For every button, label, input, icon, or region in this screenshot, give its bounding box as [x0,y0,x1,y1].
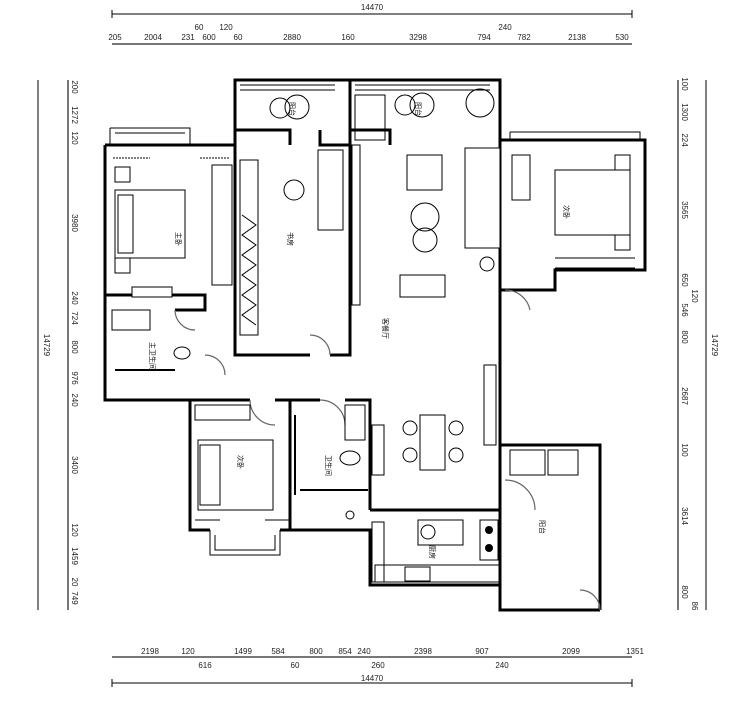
left_dimensions-dimension-label: 20 [70,578,79,587]
master-bed [114,189,186,259]
room-label-bathroom: 卫生间 [324,455,333,476]
room-label-second-bedroom: 次卧 [236,455,245,469]
left_dimensions-dimension-label: 800 [70,340,79,354]
left_dimensions-dimension-label: 120 [70,523,79,537]
top_dimensions-dimension-label: 240 [498,23,512,32]
top_dimensions-dimension-label: 231 [181,33,195,42]
left_dimensions-dimension-label: 724 [70,311,79,325]
top_dimensions-dimension-label: 3298 [409,33,427,42]
right-bed [554,169,631,236]
room-label-study: 书房 [286,232,295,246]
room-label-master-bathroom: 主卫生间 [148,342,157,370]
room-label-living-dining: 客餐厅 [381,318,390,339]
bottom_dimensions-dimension-label: 907 [475,647,489,656]
bottom_dimensions-dimension-label: 800 [309,647,323,656]
left_dimensions-dimension-label: 240 [70,393,79,407]
left-total-dimension: 14729 [42,334,51,357]
bottom_dimensions-dimension-label: 120 [181,647,195,656]
top_dimensions-dimension-label: 600 [202,33,216,42]
top_dimensions-dimension-label: 782 [517,33,531,42]
second-bed [197,439,274,511]
right_dimensions-dimension-label: 100 [680,77,689,91]
top_dimensions-dimension-label: 205 [108,33,122,42]
bottom-total-dimension: 14470 [361,674,384,683]
bottom_dimensions-dimension-label: 260 [371,661,385,670]
top_dimensions-dimension-label: 2004 [144,33,162,42]
right-total-dimension: 14729 [710,334,719,357]
top_dimensions-dimension-label: 2880 [283,33,301,42]
room-label-balcony-right: 阳台 [414,102,423,116]
sofa [464,147,501,249]
bottom_dimensions-dimension-label: 616 [198,661,212,670]
right_dimensions-dimension-label: 100 [680,443,689,457]
desk [317,149,344,231]
bottom_dimensions-dimension-label: 240 [357,647,371,656]
room-label-bedroom-right: 次卧 [562,205,571,219]
room-label-kitchen: 厨房 [428,545,437,559]
top_dimensions-dimension-label: 160 [341,33,355,42]
left_dimensions-dimension-label: 200 [70,80,79,94]
top_dimensions-dimension-label: 2138 [568,33,586,42]
room-labels: 阳台 阳台 书房 主卧 主卫生间 客餐厅 次卧 次卧 卫生间 厨房 阳台 [148,102,571,559]
right_dimensions-dimension-label: 3565 [680,201,689,219]
right_dimensions-dimension-label: 2687 [680,387,689,405]
top_dimensions-dimension-label: 60 [195,23,204,32]
bottom_dimensions-dimension-label: 2398 [414,647,432,656]
dining-table [419,414,446,471]
left_dimensions-dimension-label: 3400 [70,456,79,474]
right_dimensions-dimension-label: 1300 [680,103,689,121]
top_dimensions-dimension-label: 530 [615,33,629,42]
wardrobe [239,159,259,336]
right_dimensions-dimension-label: 800 [680,330,689,344]
left_dimensions-dimension-label: 749 [70,591,79,605]
bottom_dimensions-dimension-label: 1351 [626,647,644,656]
bottom_dimensions-dimension-label: 240 [495,661,509,670]
bottom_dimensions-dimension-label: 584 [271,647,285,656]
room-label-balcony-left: 阳台 [288,102,297,116]
dimension-lines [37,13,707,684]
top-total-dimension: 14470 [361,3,384,12]
left_dimensions-dimension-label: 1272 [70,106,79,124]
right_dimensions-dimension-label: 224 [680,133,689,147]
right_dimensions-dimension-label: 86 [690,602,699,611]
bottom_dimensions-dimension-label: 60 [291,661,300,670]
right_dimensions-dimension-label: 546 [680,303,689,317]
bottom_dimensions-dimension-label: 2198 [141,647,159,656]
furniture [111,88,635,583]
left_dimensions-dimension-label: 976 [70,371,79,385]
room-label-master-bedroom: 主卧 [174,232,183,246]
bottom_dimensions-dimension-label: 854 [338,647,352,656]
bottom_dimensions-dimension-label: 1499 [234,647,252,656]
right_dimensions-dimension-label: 120 [690,289,699,303]
bottom_dimensions-dimension-label: 2099 [562,647,580,656]
right_dimensions-dimension-label: 650 [680,273,689,287]
walls [103,78,647,612]
kitchen-island [417,519,464,546]
right_dimensions-dimension-label: 3614 [680,507,689,525]
left_dimensions-dimension-label: 3980 [70,214,79,232]
left_dimensions-dimension-label: 240 [70,291,79,305]
top_dimensions-dimension-label: 794 [477,33,491,42]
top_dimensions-dimension-label: 60 [234,33,243,42]
room-label-balcony-service: 阳台 [538,520,547,534]
left_dimensions-dimension-label: 1459 [70,547,79,565]
right_dimensions-dimension-label: 800 [680,585,689,599]
top_dimensions-dimension-label: 120 [219,23,233,32]
left_dimensions-dimension-label: 120 [70,131,79,145]
